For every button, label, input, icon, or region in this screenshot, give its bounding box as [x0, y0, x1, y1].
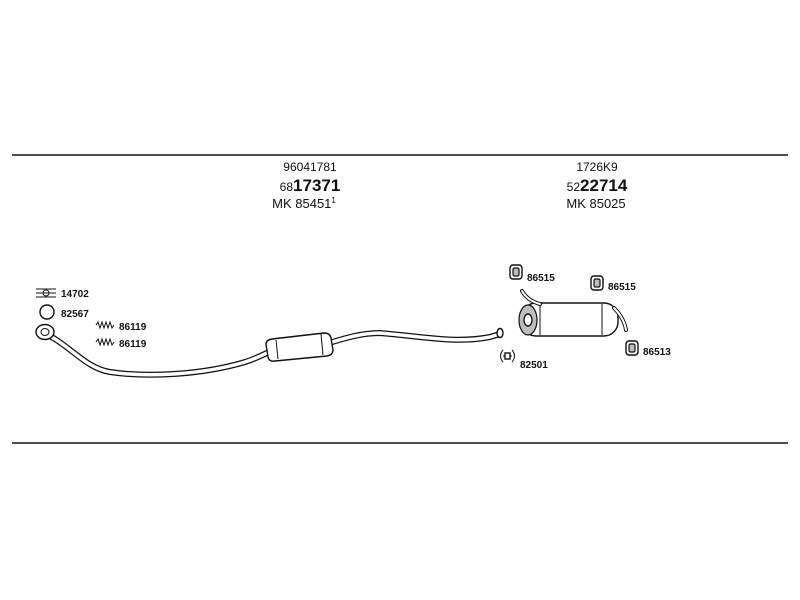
spring-icon [95, 337, 115, 347]
section-front-mk-number: 85451 [295, 196, 331, 211]
inlet-flange-icon [35, 323, 55, 341]
section-front-mk: MK 854511 [272, 196, 336, 211]
section-rear-mk-number: 85025 [589, 196, 625, 211]
section-front-part-prefix: 68 [280, 180, 294, 194]
callout-hanger-right: 86515 [590, 275, 636, 293]
section-front-part-main: 17371 [293, 176, 340, 195]
callout-hanger-right-label: 86515 [608, 282, 636, 293]
spring-icon [95, 320, 115, 330]
section-rear-mk: MK 85025 [566, 196, 625, 211]
section-rear-part-prefix: 52 [567, 180, 581, 194]
section-rear-mk-label: MK [566, 196, 586, 211]
section-rear-part-main: 22714 [580, 176, 628, 195]
gasket-icon [36, 288, 56, 298]
section-front-oe-code: 96041781 [283, 160, 337, 174]
front-pipe-highlight [42, 331, 502, 377]
section-front-labels: 96041781 6817371 MK 854511 [272, 160, 340, 211]
callout-hanger-bottom: 86513 [625, 340, 671, 358]
section-rear-oe-code: 1726K9 [576, 160, 618, 174]
callout-hanger-left-label: 86515 [527, 273, 555, 284]
pipe-end-icon [496, 327, 504, 339]
callout-clamp: 82501 [500, 349, 548, 371]
callout-hanger-bottom-label: 86513 [643, 347, 671, 358]
section-rear-labels: 1726K9 5222714 MK 85025 [566, 160, 627, 211]
callout-ring-label: 82567 [61, 309, 89, 320]
callout-hanger-left: 86515 [509, 264, 555, 284]
callout-gasket-top-label: 14702 [61, 289, 89, 300]
callout-spring-1: 86119 [95, 320, 147, 333]
section-rear-part-number: 5222714 [567, 176, 628, 195]
section-front-mk-sup: 1 [331, 196, 336, 205]
callout-gasket-top: 14702 [36, 288, 89, 300]
rear-silencer-assembly [518, 289, 628, 337]
clamp-icon [500, 349, 515, 363]
callout-spring-2: 86119 [95, 337, 147, 350]
callout-spring-1-label: 86119 [119, 322, 147, 333]
section-front-part-number: 6817371 [280, 176, 341, 195]
callout-spring-2-label: 86119 [119, 339, 147, 350]
callout-clamp-label: 82501 [520, 360, 548, 371]
callout-ring: 82567 [39, 304, 89, 320]
middle-silencer-icon [265, 332, 334, 362]
front-pipe-assembly [35, 323, 504, 378]
section-front-mk-label: MK [272, 196, 292, 211]
rear-hanger-rod-top [520, 289, 542, 306]
ring-icon [39, 304, 55, 320]
